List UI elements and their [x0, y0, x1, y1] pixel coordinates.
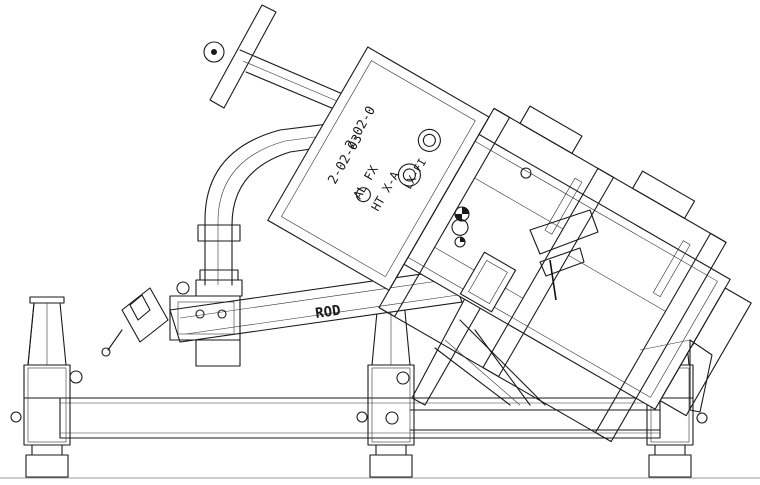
- curved-pipe: [195, 119, 361, 297]
- lower-boom-arm: ROD: [169, 269, 463, 343]
- boom-lettering: ROD: [314, 303, 341, 322]
- center-of-gravity-symbol: [454, 206, 470, 222]
- support-stand-left: [10, 296, 83, 478]
- rear-bracket: [639, 339, 713, 413]
- small-target-symbol: [454, 236, 466, 248]
- clamp-assembly: [459, 209, 599, 313]
- main-tilted-body: [267, 46, 752, 443]
